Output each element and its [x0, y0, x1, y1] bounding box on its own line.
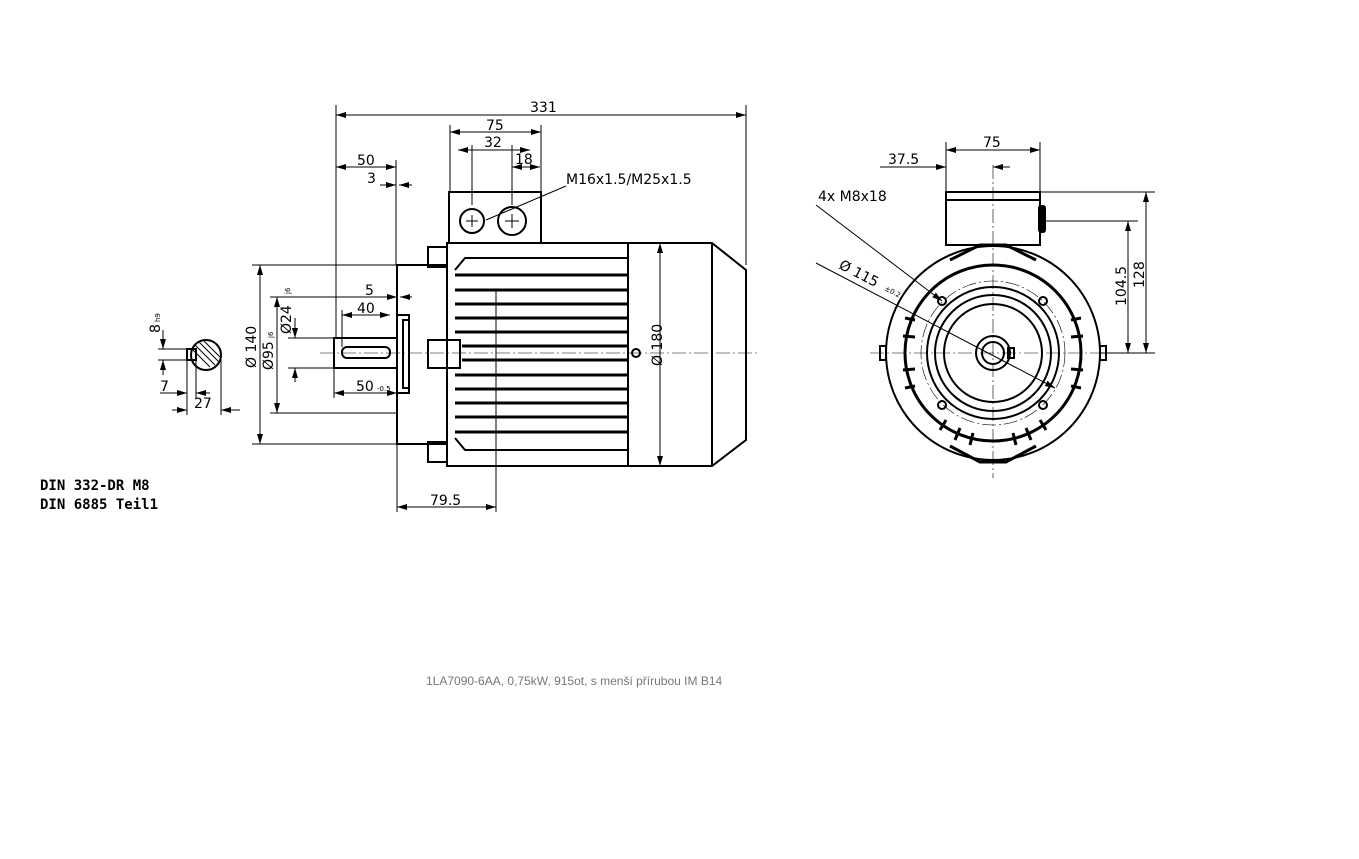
svg-text:j6: j6 [284, 287, 292, 295]
flange [396, 264, 448, 445]
dim-key-depth: 7 [160, 379, 169, 395]
terminal-box [448, 191, 542, 244]
dim-front-box-offset: 37.5 [888, 152, 919, 168]
standard-din-6885: DIN 6885 Teil1 [40, 497, 159, 513]
svg-text:h9: h9 [154, 313, 162, 322]
flange-face [934, 294, 1052, 412]
svg-text:±0.2: ±0.2 [883, 285, 902, 300]
dim-bolt-holes: 4x M8x18 [818, 189, 887, 205]
bolt-hole [937, 296, 947, 306]
dim-box-width: 75 [486, 118, 504, 134]
radial-fins [902, 316, 1084, 446]
fan-cover [627, 242, 747, 467]
dim-gland-offset: 18 [515, 152, 533, 168]
bolt-hole [1038, 400, 1048, 410]
dim-shaft-length: 50 [356, 379, 374, 395]
svg-text:-0.5: -0.5 [377, 385, 391, 393]
dim-cable-glands: M16x1.5/M25x1.5 [566, 172, 692, 188]
svg-text:j6: j6 [267, 331, 275, 339]
drawing-caption: 1LA7090-6AA, 0,75kW, 915ot, s menší přír… [426, 674, 723, 688]
shaft-end [975, 335, 1011, 371]
dim-spigot-dia: Ø95 [261, 341, 277, 370]
dim-flange-thickness: 3 [367, 171, 376, 187]
bolt-hole [1038, 296, 1048, 306]
front-view [815, 142, 1155, 478]
dim-key-length: 40 [357, 301, 375, 317]
dim-flange-dia: Ø 140 [244, 326, 260, 368]
cooling-fins [455, 273, 628, 434]
bolt-hole [937, 400, 947, 410]
standard-din-332: DIN 332-DR M8 [40, 478, 150, 494]
dim-box-height-b: 128 [1132, 261, 1148, 288]
dim-gland-spacing: 32 [484, 135, 502, 151]
dim-front-box-width: 75 [983, 135, 1001, 151]
dim-spigot-depth: 5 [365, 283, 374, 299]
shaft-section [158, 330, 240, 415]
keyway [341, 346, 391, 359]
dim-box-position: 79.5 [430, 493, 461, 509]
dim-shaft-dia: Ø24 [279, 305, 295, 334]
dim-shaft-key-height: 27 [194, 396, 212, 412]
dim-shaft-to-flange: 50 [357, 153, 375, 169]
side-view [252, 105, 760, 512]
dim-box-height-a: 104.5 [1114, 266, 1130, 306]
dim-key-width: 8 [148, 324, 164, 333]
dim-body-dia: Ø 180 [650, 324, 666, 366]
dim-overall-length: 331 [530, 100, 557, 116]
